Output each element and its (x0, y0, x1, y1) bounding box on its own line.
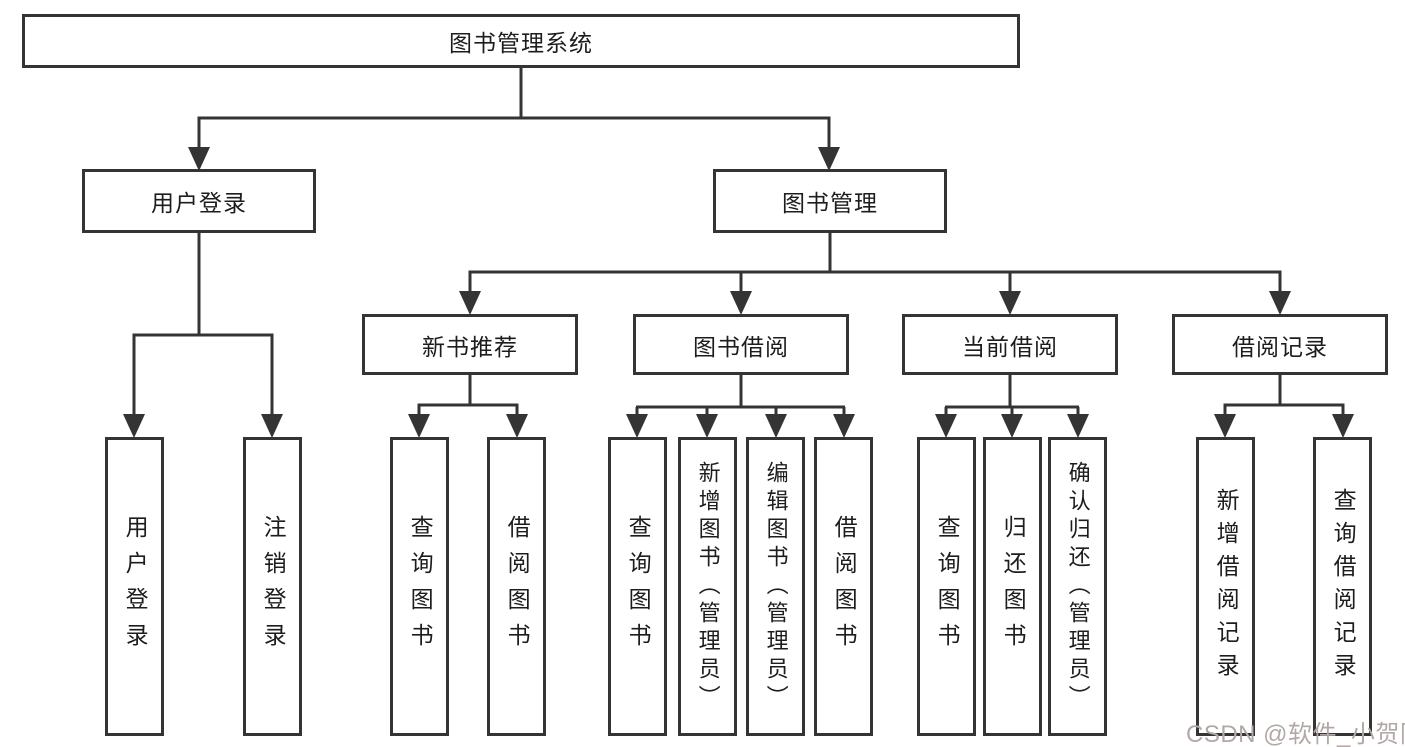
arrow-down-icons-new-book (408, 414, 528, 438)
leaf-logout: 注销登录 (243, 437, 302, 736)
leaf-return-books: 归还图书 (983, 437, 1042, 736)
connector-book-borrow-to-leaves (635, 375, 846, 418)
node-label: 借阅记录 (1232, 333, 1328, 360)
connector-user-login-to-leaves (132, 233, 274, 418)
node-book-borrowing: 图书借阅 (633, 314, 849, 375)
leaf-query-books-current: 查询图书 (917, 437, 976, 736)
arrow-down-icons-level3 (459, 291, 1291, 315)
connector-new-book-to-leaves (417, 375, 519, 418)
node-label: 借阅图书 (831, 514, 858, 659)
leaf-query-books-recommend: 查询图书 (390, 437, 449, 736)
leaf-query-books-borrowing: 查询图书 (608, 437, 667, 736)
node-label: 借阅图书 (504, 514, 531, 659)
watermark: CSDN @软件_小贺同学 (1186, 721, 1405, 747)
node-label: 查询图书 (407, 514, 434, 659)
node-label: 编辑图书（管理员） (763, 460, 789, 713)
connector-current-borrow-to-leaves (944, 375, 1080, 418)
node-label: 图书管理系统 (449, 30, 593, 56)
arrow-down-icons-current-borrow (935, 414, 1089, 438)
node-label: 新增图书（管理员） (695, 460, 721, 713)
node-book-management: 图书管理 (713, 169, 947, 233)
arrow-down-icons-borrow-records (1214, 414, 1354, 438)
leaf-edit-books-admin: 编辑图书（管理员） (746, 437, 805, 736)
node-label: 当前借阅 (962, 333, 1058, 360)
leaf-borrow-books-recommend: 借阅图书 (487, 437, 546, 736)
node-label: 图书管理 (782, 190, 878, 216)
leaf-confirm-return-admin: 确认归还（管理员） (1048, 437, 1107, 736)
node-label: 注销登录 (260, 514, 287, 659)
node-label: 用户登录 (151, 190, 247, 216)
node-current-borrowing: 当前借阅 (902, 314, 1118, 375)
node-user-login: 用户登录 (82, 169, 316, 233)
node-label: 新书推荐 (422, 333, 518, 360)
connector-borrow-records-to-leaves (1223, 375, 1345, 418)
node-label: 查询图书 (625, 514, 652, 659)
node-label: 新增借阅记录 (1213, 487, 1240, 686)
node-library-management-system: 图书管理系统 (22, 14, 1020, 68)
connector-root-to-level2 (197, 67, 831, 150)
node-new-book-recommendation: 新书推荐 (362, 314, 578, 375)
leaf-borrow-books-borrowing: 借阅图书 (814, 437, 873, 736)
leaf-query-borrow-record: 查询借阅记录 (1313, 437, 1372, 736)
node-label: 查询借阅记录 (1330, 487, 1357, 686)
node-label: 确认归还（管理员） (1065, 460, 1091, 713)
node-label: 查询图书 (934, 514, 961, 659)
arrow-down-icons-level2 (188, 147, 840, 171)
arrow-down-icons-book-borrow (626, 414, 855, 438)
node-borrowing-records: 借阅记录 (1172, 314, 1388, 375)
leaf-user-login: 用户登录 (105, 437, 164, 736)
node-label: 归还图书 (1000, 514, 1027, 659)
arrow-down-icons-user-login (123, 414, 283, 438)
node-label: 用户登录 (122, 514, 149, 659)
connector-book-mgmt-to-level3 (468, 233, 1282, 294)
node-label: 图书借阅 (693, 333, 789, 360)
leaf-add-books-admin: 新增图书（管理员） (678, 437, 737, 736)
leaf-add-borrow-record: 新增借阅记录 (1196, 437, 1255, 736)
